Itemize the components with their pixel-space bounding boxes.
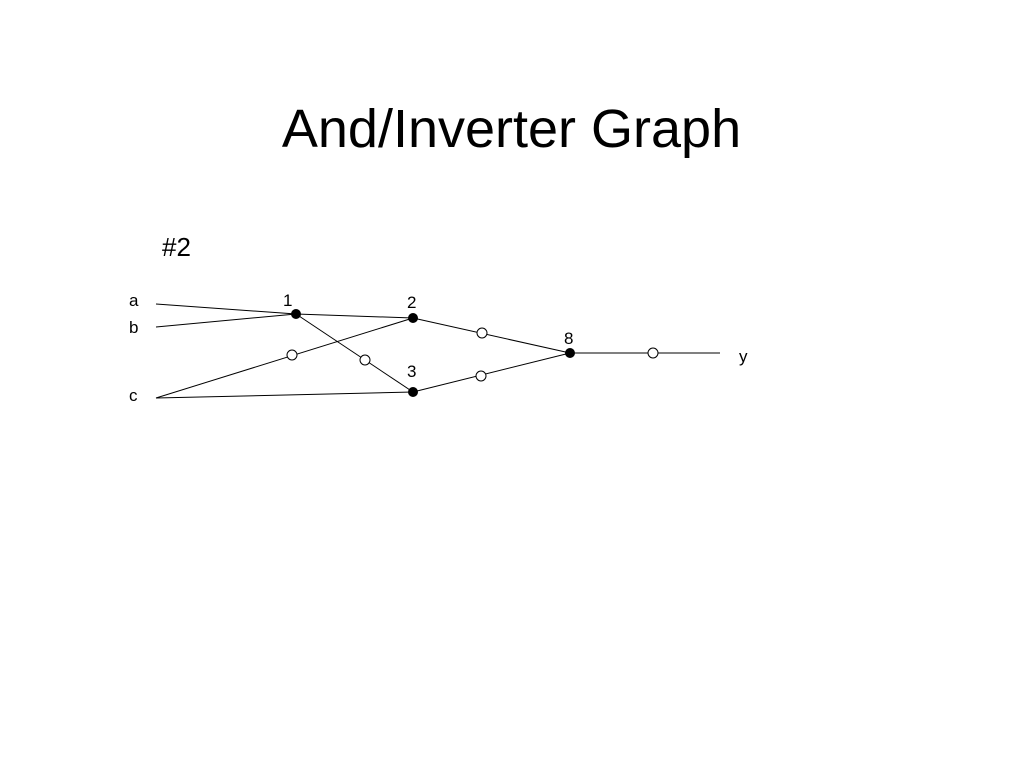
inverter-bubble-c-to-2 xyxy=(286,349,298,361)
wire-b-to-node-1 xyxy=(155,313,297,328)
and-node-2 xyxy=(408,313,418,323)
and-node-3 xyxy=(408,387,418,397)
input-label-b: b xyxy=(129,318,138,337)
wire-node-1-to-node-2 xyxy=(295,313,414,319)
slide-title: And/Inverter Graph xyxy=(281,99,742,159)
and-node-1 xyxy=(291,309,301,319)
input-label-a: a xyxy=(129,291,139,310)
node-label-8: 8 xyxy=(564,329,573,348)
wire-node-2-to-node-8 xyxy=(412,317,571,354)
and-node-8 xyxy=(565,348,575,358)
wire-c-to-node-3 xyxy=(155,391,414,399)
wire-node-3-to-node-8 xyxy=(412,352,571,393)
wire-a-to-node-1 xyxy=(155,303,297,315)
node-label-2: 2 xyxy=(407,293,416,312)
inverter-bubble-2-to-8 xyxy=(476,327,488,339)
output-label-y: y xyxy=(739,347,748,366)
node-label-1: 1 xyxy=(283,291,292,310)
node-label-3: 3 xyxy=(407,362,416,381)
inverter-bubble-1-to-3 xyxy=(359,354,371,366)
wire-node-1-to-node-3 xyxy=(295,313,414,393)
graph-tag: #2 xyxy=(162,232,191,262)
inverter-bubble-3-to-8 xyxy=(475,370,487,382)
input-label-c: c xyxy=(129,386,138,405)
inverter-bubble-output xyxy=(647,347,659,359)
wire-c-to-node-2 xyxy=(155,317,414,399)
